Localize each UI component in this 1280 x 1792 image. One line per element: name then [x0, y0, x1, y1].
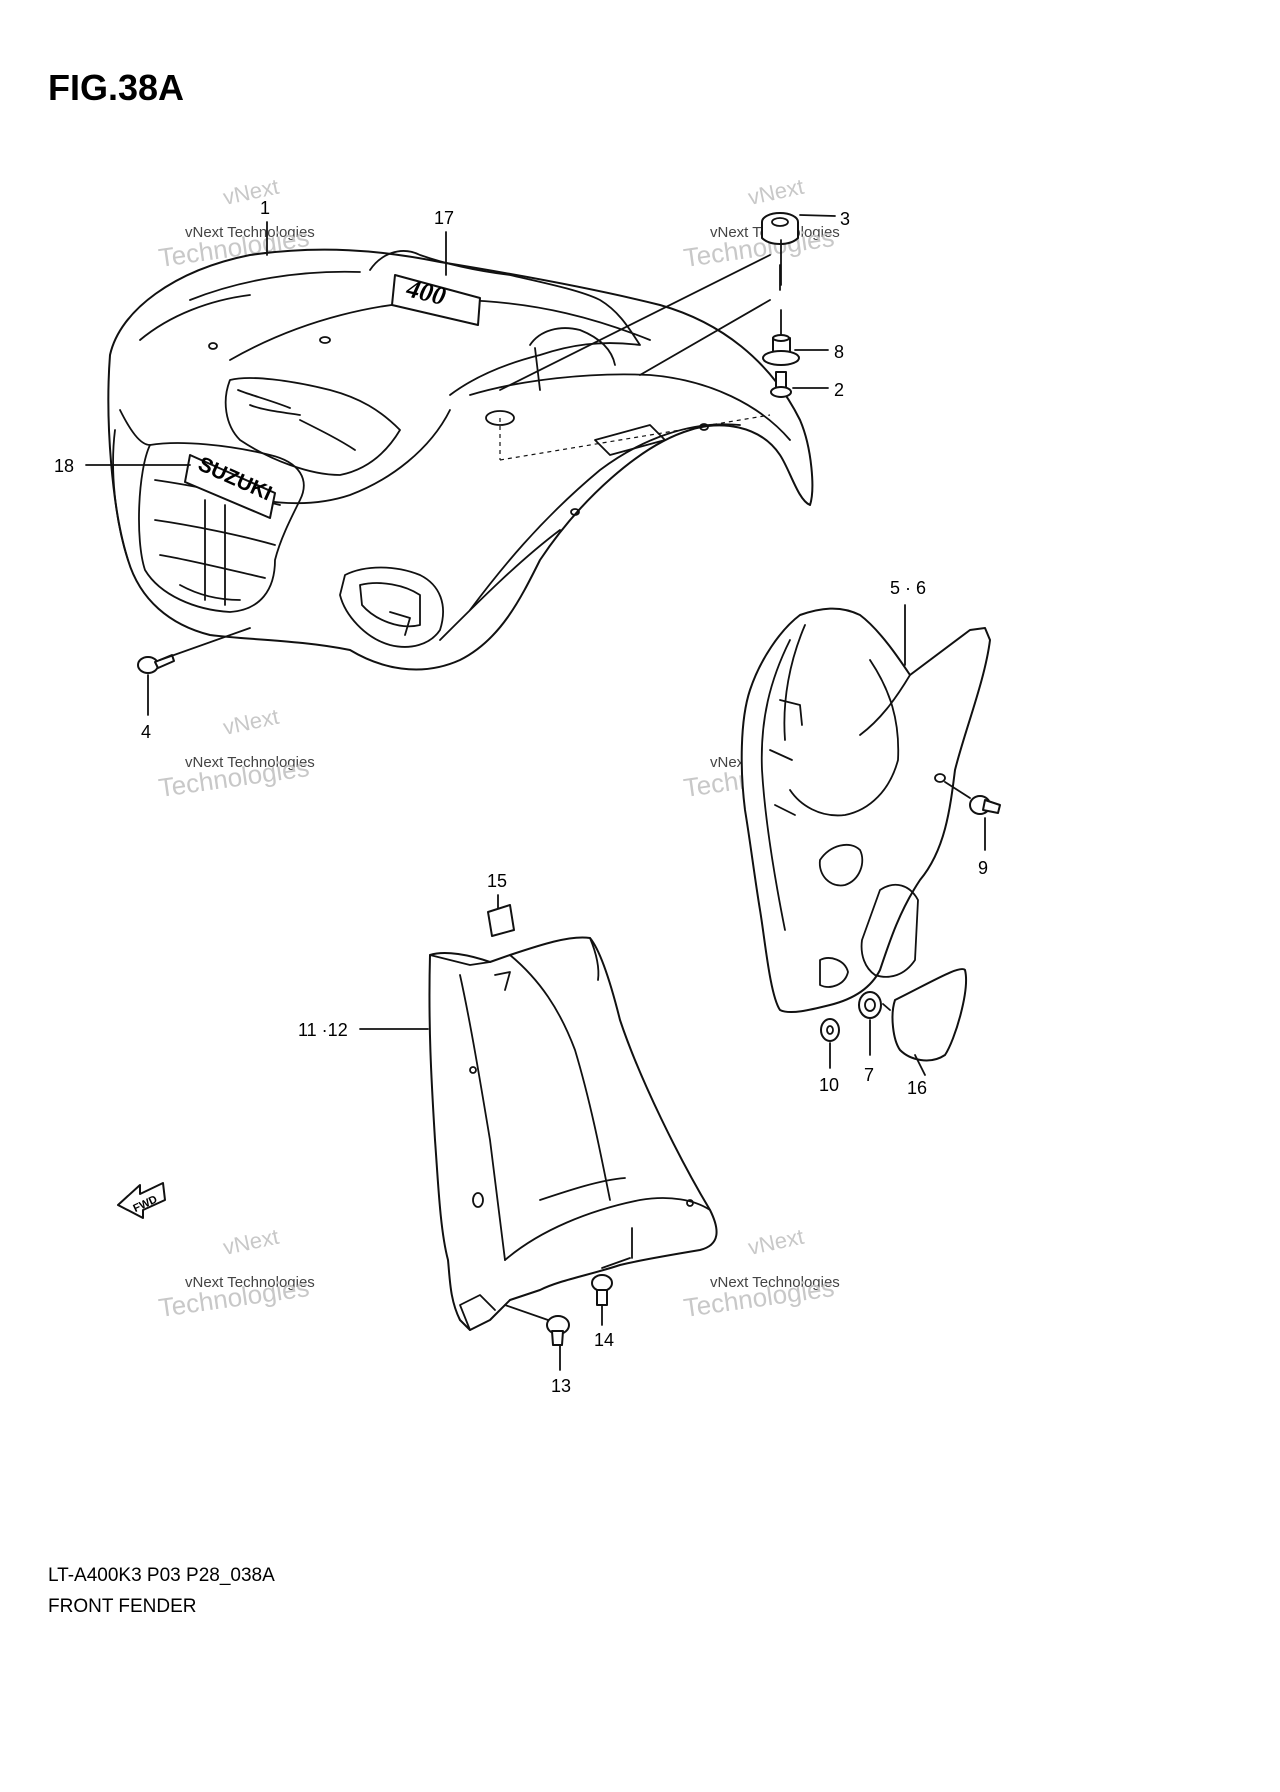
bolt-part — [770, 371, 792, 398]
callout-5-6: 5 · 6 — [890, 578, 926, 598]
screw-14-part — [591, 1274, 613, 1306]
callout-7: 7 — [864, 1065, 874, 1085]
watermark-text: vNext — [221, 174, 281, 210]
clip-part — [487, 904, 515, 937]
bolt-9-part — [969, 795, 1001, 815]
callout-18: 18 — [54, 456, 74, 476]
figure-title: FIG.38A — [48, 67, 184, 108]
callout-17: 17 — [434, 208, 454, 228]
grommet-part — [761, 212, 799, 245]
forward-arrow-icon: FWD — [117, 1182, 166, 1219]
spacer-part — [762, 334, 800, 366]
cover-part — [882, 968, 967, 1062]
callout-16: 16 — [907, 1078, 927, 1098]
watermark-text: vNext — [746, 174, 806, 210]
watermark-text: vNext Technologies — [185, 754, 315, 771]
watermark-text: vNext — [221, 1224, 281, 1260]
callout-11-12: 11 ·12 — [298, 1020, 348, 1040]
watermark-text: vNext — [221, 704, 281, 740]
watermark-text: vNext Technologies — [185, 1274, 315, 1291]
front-fender-part — [107, 248, 814, 671]
callout-15: 15 — [487, 871, 507, 891]
callout-4: 4 — [141, 722, 151, 742]
watermark-text: vNext Technologies — [710, 1274, 840, 1291]
callout-1: 1 — [260, 198, 270, 218]
mud-guard-part — [428, 936, 718, 1331]
washer-part — [820, 1018, 840, 1042]
callout-9: 9 — [978, 858, 988, 878]
callout-10: 10 — [819, 1075, 839, 1095]
callout-3: 3 — [840, 209, 850, 229]
watermark-text: vNext — [746, 1224, 806, 1260]
model-code: LT-A400K3 P03 P28_038A — [48, 1565, 275, 1586]
leader-lines — [85, 214, 986, 1371]
callout-8: 8 — [834, 342, 844, 362]
figure-caption: FRONT FENDER — [48, 1596, 196, 1617]
callout-labels: 1 17 3 8 2 18 4 5 · 6 9 15 11 ·12 10 7 1… — [54, 198, 988, 1396]
callout-2: 2 — [834, 380, 844, 400]
callout-14: 14 — [594, 1330, 614, 1350]
screw-part — [137, 654, 175, 674]
callout-13: 13 — [551, 1376, 571, 1396]
screw-13-part — [546, 1315, 570, 1346]
watermark-text: vNext Technologies — [185, 224, 315, 241]
nut-part — [858, 991, 882, 1019]
inner-fender-part — [740, 607, 991, 1014]
